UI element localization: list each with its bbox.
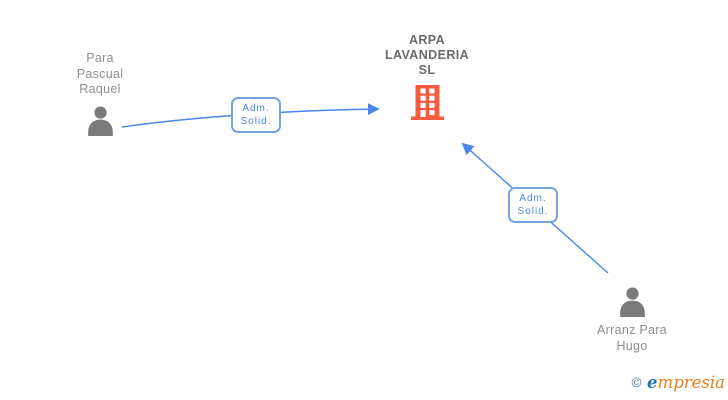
person-name: Para Pascual Raquel — [76, 51, 124, 96]
person-node-para-pascual-raquel[interactable]: Para Pascual Raquel — [55, 51, 145, 136]
edge-label-adm-solid-left: Adm. Solid. — [231, 97, 281, 133]
person-icon — [619, 287, 645, 317]
empresia-logo-e: e — [647, 373, 658, 392]
empresia-logo[interactable]: ©empresia — [630, 373, 725, 395]
copyright-icon: © — [630, 376, 644, 391]
company-node-arpa-lavanderia-sl[interactable]: ARPA LAVANDERIA SL — [381, 33, 473, 120]
empresia-logo-text: mpresia — [657, 373, 725, 392]
building-icon — [410, 85, 444, 120]
edge-label-adm-solid-right: Adm. Solid. — [508, 187, 558, 223]
person-icon — [87, 106, 113, 136]
company-name: ARPA LAVANDERIA SL — [384, 33, 470, 77]
person-name: Arranz Para Hugo — [597, 323, 667, 353]
person-node-arranz-para-hugo[interactable]: Arranz Para Hugo — [587, 287, 677, 354]
